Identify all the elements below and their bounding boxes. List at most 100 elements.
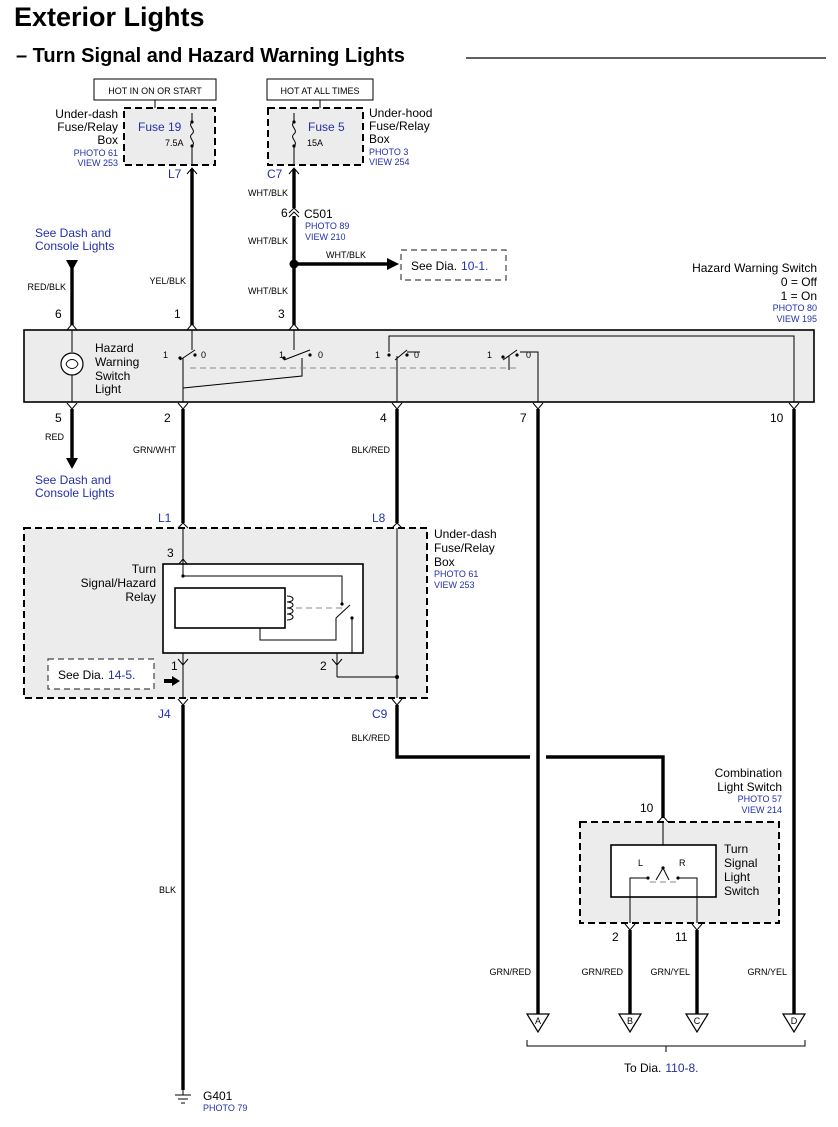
- label-red-blk: RED/BLK: [27, 282, 66, 292]
- wire-blk-red-2: [395, 705, 530, 759]
- combo-inner3: Light: [724, 870, 751, 884]
- relay-line2: Signal/Hazard: [81, 576, 156, 590]
- switch-pin-10: 10: [770, 411, 784, 425]
- relay-dot-b: [340, 602, 344, 606]
- pin10-mark: [788, 402, 800, 410]
- label-grn-yel-1: GRN/YEL: [650, 967, 690, 977]
- to-dia-label: To Dia.110-8.: [624, 1061, 699, 1075]
- output-b-triangle: [617, 1013, 643, 1034]
- fuse5-name: Fuse 5: [308, 120, 345, 134]
- switch-light-line2: Warning: [95, 355, 139, 369]
- arrow-see-14-5: [164, 676, 180, 686]
- switch-pin-2: 2: [164, 411, 171, 425]
- fuse5-dot-b: [292, 144, 296, 148]
- sw1-pos0: 0: [201, 350, 206, 360]
- relay-dot-c: [350, 616, 354, 620]
- underdash2-line3: Box: [434, 555, 455, 569]
- label-grn-yel-2: GRN/YEL: [747, 967, 787, 977]
- dash-console-top-line2: Console Lights: [35, 239, 114, 253]
- label-grn-red-1: GRN/RED: [489, 967, 531, 977]
- arrow-to-dia-10-1: [387, 258, 399, 270]
- output-d: D: [791, 1016, 798, 1026]
- label-grn-red-2: GRN/RED: [581, 967, 623, 977]
- l8-mark: [391, 522, 403, 529]
- combo-inner1: Turn: [724, 842, 748, 856]
- hazard-switch-name: Hazard Warning Switch: [692, 261, 817, 275]
- ground-symbol: [175, 1094, 191, 1104]
- see-dia-10-1-label: See Dia.10-1.: [411, 259, 488, 273]
- combo-pin-10: 10: [640, 801, 654, 815]
- pin4-mark: [391, 402, 403, 410]
- relay-pin3-mark: [177, 558, 189, 566]
- switch-pin-1: 1: [174, 307, 181, 321]
- relay-internal-wiring: [182, 564, 353, 653]
- combo-line2: Light Switch: [717, 780, 782, 794]
- j4-mark: [177, 698, 189, 706]
- fuse5-symbol: [292, 113, 296, 165]
- fuse19-box-line1: Under-dash: [55, 107, 118, 121]
- relay-pin3: 3: [167, 546, 174, 560]
- conn-c9: C9: [372, 707, 388, 721]
- arrow-dash-top: [66, 260, 78, 271]
- fuse19-photo: PHOTO 61: [74, 148, 118, 158]
- switch-pin-6: 6: [55, 307, 62, 321]
- sw3-pos0: 0: [414, 350, 419, 360]
- fuse19-rating: 7.5A: [165, 138, 184, 148]
- fuse19-connector: L7: [168, 167, 182, 181]
- pin5-mark: [66, 402, 78, 410]
- pin7-mark: [532, 402, 544, 410]
- output-a: A: [535, 1016, 541, 1026]
- fuse5-dot-a: [292, 120, 296, 124]
- fuse5-photo: PHOTO 3: [369, 147, 408, 157]
- see-dia-14-5-box: [47, 658, 155, 690]
- fuse19-dot-a: [190, 120, 194, 124]
- label-yel-blk: YEL/BLK: [149, 276, 186, 286]
- relay-pin1-mark: [177, 658, 189, 666]
- label-blk-red-1: BLK/RED: [351, 445, 390, 455]
- fuse19-box: [123, 107, 216, 166]
- arrow-dash-bottom: [66, 458, 78, 469]
- switch-light-line1: Hazard: [95, 341, 134, 355]
- turn-switch-right: R: [679, 858, 686, 868]
- c501-connector-symbol: [288, 207, 300, 218]
- relay-pin2-mark: [331, 658, 343, 666]
- label-wht-blk-3: WHT/BLK: [326, 250, 366, 260]
- conn-l1: L1: [158, 511, 172, 525]
- fuse19-dot-b: [190, 144, 194, 148]
- page-title: Exterior Lights: [14, 2, 205, 32]
- combo-pin-11: 11: [675, 930, 688, 944]
- dash-console-bottom-line1: See Dash and: [35, 473, 111, 487]
- c501-view: VIEW 210: [305, 232, 346, 242]
- underdash2-line2: Fuse/Relay: [434, 541, 495, 555]
- see-dia-14-5-label: See Dia.14-5.: [58, 668, 135, 682]
- hazard-switch-off: 0 = Off: [781, 275, 818, 289]
- wire-blk-red-2-cont: [546, 755, 665, 818]
- fuse5-view: VIEW 254: [369, 157, 410, 167]
- hazard-switch-contact-dots: [178, 353, 519, 360]
- underdash2-view: VIEW 253: [434, 580, 475, 590]
- ground-name: G401: [203, 1089, 233, 1103]
- relay-pin2: 2: [320, 659, 327, 673]
- c501-pin: 6: [281, 206, 288, 220]
- page-subtitle: – Turn Signal and Hazard Warning Lights: [16, 45, 405, 67]
- label-blk: BLK: [159, 885, 176, 895]
- turn-dot-c: [661, 866, 665, 870]
- sw1-pos1: 1: [163, 350, 168, 360]
- hazard-switch-contacts: [179, 330, 795, 402]
- fuse5-box-line2: Fuse/Relay: [369, 119, 430, 133]
- c501-photo: PHOTO 89: [305, 221, 349, 231]
- ground-photo: PHOTO 79: [203, 1103, 247, 1113]
- combo-pin2-mark: [624, 923, 636, 931]
- turn-signal-switch-box: [610, 844, 717, 898]
- c7-connector-mark: [288, 167, 300, 175]
- see-dia-10-1-box: [400, 249, 507, 281]
- conn-l8: L8: [372, 511, 386, 525]
- fuse5-rating: 15A: [307, 138, 323, 148]
- turn-switch-contacts: [629, 867, 698, 923]
- relay-line1: Turn: [132, 562, 156, 576]
- l1-mark: [177, 522, 189, 529]
- label-red: RED: [45, 432, 65, 442]
- switch-pin-3: 3: [278, 307, 285, 321]
- turn-dot-r: [676, 876, 680, 880]
